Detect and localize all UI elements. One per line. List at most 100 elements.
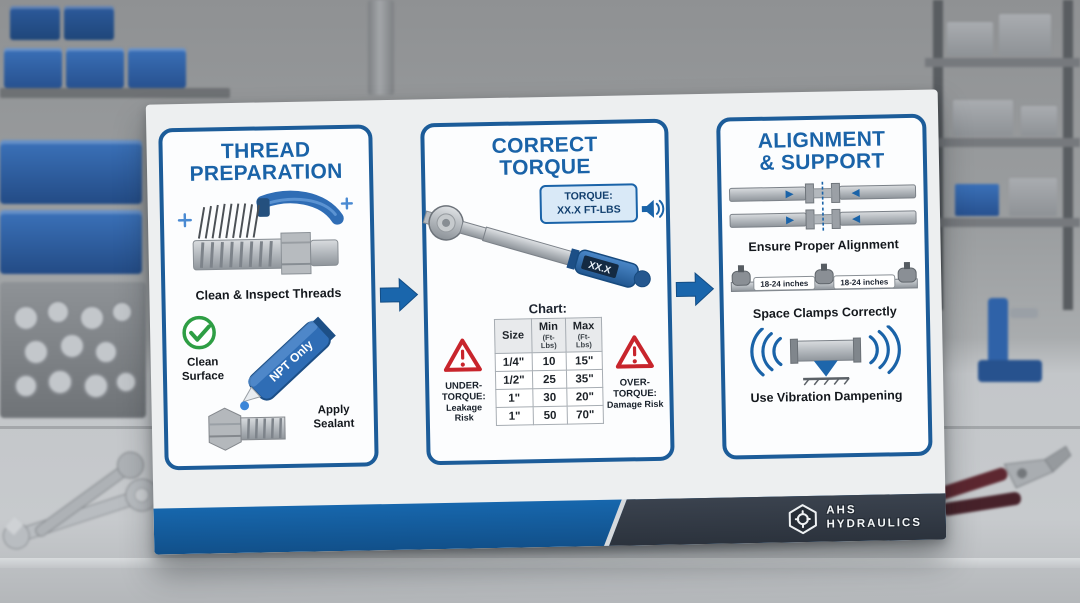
table-header-row: Size Min(Ft-Lbs) Max(Ft-Lbs) bbox=[494, 317, 603, 354]
panel-thread-preparation: THREAD PREPARATION bbox=[158, 124, 379, 471]
rack-shelf bbox=[925, 58, 1080, 67]
background-bins-left bbox=[0, 140, 150, 432]
rack-item bbox=[1009, 178, 1057, 216]
panel-alignment-support-title: ALIGNMENT & SUPPORT bbox=[757, 127, 886, 175]
right-arrow-icon bbox=[675, 272, 715, 307]
torque-chart-table: Size Min(Ft-Lbs) Max(Ft-Lbs) 1/4" 10 15" bbox=[494, 317, 604, 426]
brand-text: AHS HYDRAULICS bbox=[826, 503, 922, 532]
table-row: 1" 30 20" bbox=[495, 387, 604, 408]
rack-item bbox=[955, 184, 999, 216]
apply-sealant-icon: NPT Only bbox=[182, 316, 336, 452]
vibration-dampening-icon bbox=[750, 324, 901, 386]
pliers-tool-icon bbox=[930, 445, 1072, 516]
brand-logo: AHS HYDRAULICS bbox=[786, 501, 922, 536]
parts-bin bbox=[0, 282, 146, 418]
panel-correct-torque: CORRECT TORQUE bbox=[420, 118, 675, 466]
caption-vibration: Use Vibration Dampening bbox=[750, 388, 903, 405]
warning-triangle-icon bbox=[615, 335, 654, 369]
cell-min: 10 bbox=[531, 352, 567, 371]
caption-spacing: Space Clamps Correctly bbox=[752, 304, 897, 322]
check-icon bbox=[182, 316, 216, 350]
rack-item bbox=[953, 100, 1013, 136]
brand-emblem-icon bbox=[788, 504, 817, 535]
spacing-dimension-label: 18-24 inches bbox=[753, 276, 816, 292]
cell-size: 1/2" bbox=[495, 370, 533, 390]
blue-tool-part bbox=[988, 298, 1008, 368]
torque-chart-row: UNDER-TORQUE: Leakage Risk Size Min(Ft-L… bbox=[434, 316, 664, 427]
blue-tool-part bbox=[1010, 308, 1038, 318]
table-row: 1/2" 25 35" bbox=[495, 369, 603, 390]
cell-size: 1" bbox=[495, 406, 534, 426]
panel-correct-torque-title: CORRECT TORQUE bbox=[491, 132, 598, 180]
cell-max: 70" bbox=[566, 405, 604, 425]
warning-triangle-icon bbox=[444, 338, 483, 373]
table-row: 1/4" 10 15" bbox=[494, 351, 603, 372]
caption-alignment: Ensure Proper Alignment bbox=[748, 237, 899, 255]
storage-bin bbox=[0, 210, 142, 274]
cell-min: 50 bbox=[532, 406, 568, 425]
rack-item bbox=[947, 22, 993, 56]
rack-post bbox=[1063, 0, 1073, 310]
cell-min: 25 bbox=[532, 370, 567, 389]
sealant-tube-icon: NPT Only bbox=[242, 316, 336, 403]
title-line: PREPARATION bbox=[189, 159, 343, 186]
storage-bin bbox=[10, 6, 60, 40]
shelf-board bbox=[0, 88, 230, 98]
right-arrow-icon bbox=[379, 277, 419, 312]
col-max: Max(Ft-Lbs) bbox=[565, 317, 603, 353]
speaker-icon bbox=[641, 199, 665, 219]
storage-bin bbox=[4, 48, 62, 88]
cell-max: 20" bbox=[566, 387, 604, 407]
over-torque-warning: OVER-TORQUE: Damage Risk bbox=[605, 334, 664, 410]
pipe-fitting-icon bbox=[208, 407, 286, 452]
torque-wrench-graphic: XX.X TORQUE: XX.X FT-LBS bbox=[422, 183, 665, 304]
under-torque-warning: UNDER-TORQUE: Leakage Risk bbox=[434, 337, 492, 423]
cell-size: 1/4" bbox=[494, 352, 533, 372]
cell-size: 1" bbox=[495, 388, 533, 408]
torque-wrench-icon: XX.X bbox=[422, 205, 651, 288]
sealant-graphic: NPT Only bbox=[171, 308, 370, 458]
warning-subtitle: Damage Risk bbox=[606, 398, 664, 410]
storage-bin bbox=[64, 6, 114, 40]
warning-title: OVER-TORQUE: bbox=[613, 377, 657, 400]
cell-min: 30 bbox=[532, 388, 567, 407]
caption-clean-surface: Clean Surface bbox=[181, 356, 225, 383]
flow-arrow-1 bbox=[379, 274, 420, 315]
clamp-spacing-graphic: 18-24 inches 18-24 inches bbox=[729, 255, 920, 305]
sealant-drop-icon bbox=[240, 401, 250, 411]
pipe-alignment-icon bbox=[729, 181, 917, 232]
panels-row: THREAD PREPARATION bbox=[146, 89, 945, 471]
background-blue-tool bbox=[978, 298, 1050, 396]
rack-shelf bbox=[925, 218, 1080, 227]
spacing-dimension-label: 18-24 inches bbox=[833, 274, 896, 290]
col-size: Size bbox=[494, 318, 532, 354]
sign-face: THREAD PREPARATION bbox=[145, 89, 947, 555]
panel-thread-preparation-title: THREAD PREPARATION bbox=[189, 138, 343, 186]
wire-brush-fitting-icon bbox=[177, 190, 353, 275]
storage-bin bbox=[0, 140, 142, 204]
storage-bin bbox=[128, 48, 186, 88]
table-row: 1" 50 70" bbox=[495, 405, 604, 426]
cell-max: 35" bbox=[566, 369, 603, 389]
rack-item bbox=[1021, 106, 1057, 136]
blue-tool-part bbox=[978, 360, 1042, 382]
cell-max: 15" bbox=[565, 351, 603, 371]
caption-clean-inspect: Clean & Inspect Threads bbox=[195, 285, 342, 303]
warning-subtitle: Leakage Risk bbox=[445, 402, 483, 423]
metal-fittings-icon bbox=[13, 300, 137, 399]
brand-name-line2: HYDRAULICS bbox=[826, 516, 923, 531]
panel-alignment-support: ALIGNMENT & SUPPORT bbox=[716, 113, 933, 460]
storage-bin bbox=[66, 48, 124, 88]
background-table-edge bbox=[0, 558, 1080, 568]
background-pipe bbox=[368, 0, 394, 95]
rack-shelf bbox=[925, 138, 1080, 147]
title-line: THREAD bbox=[220, 138, 311, 164]
wrench-tool-icon bbox=[2, 451, 159, 550]
background-shelving-rack bbox=[925, 0, 1080, 310]
sign-footer: AHS HYDRAULICS bbox=[153, 493, 947, 555]
caption-apply-sealant: Apply Sealant bbox=[313, 404, 355, 431]
col-min: Min(Ft-Lbs) bbox=[531, 318, 566, 353]
torque-readout-callout: TORQUE: XX.X FT-LBS bbox=[539, 183, 639, 225]
rack-item bbox=[999, 14, 1051, 56]
